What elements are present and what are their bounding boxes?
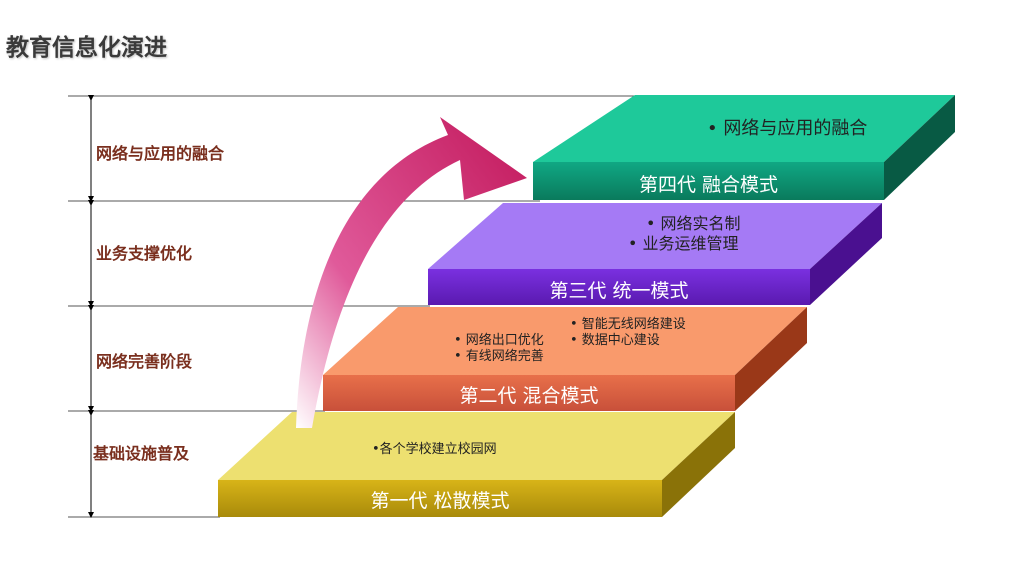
step-2-bullets-right: • 智能无线网络建设 • 数据中心建设 [570,317,686,350]
bullet-item: •各个学校建立校园网 [372,442,497,457]
stage-label-integration: 网络与应用的融合 [96,144,225,163]
growth-arrow-icon [296,117,527,428]
bullet-item: • 网络出口优化 [454,333,544,348]
step-3-label: 第三代 统一模式 [549,280,689,302]
step-3-block [428,203,882,305]
stage-separators [68,95,640,518]
step-2-label: 第二代 混合模式 [459,385,599,407]
bullet-item: • 智能无线网络建设 [570,317,686,332]
step-2-bullets-left: • 网络出口优化 • 有线网络完善 [454,333,544,366]
step-1-label: 第一代 松散模式 [370,490,510,512]
stage-label-business-support: 业务支撑优化 [96,244,193,263]
step-4-label: 第四代 融合模式 [638,174,779,196]
page-title: 教育信息化演进 [6,35,167,61]
bullet-item: • 网络与应用的融合 [707,118,868,139]
step-3-bullets: • 网络实名制 • 业务运维管理 [628,214,741,254]
bullet-item: • 网络实名制 [646,214,741,233]
step-4-block [533,95,955,200]
bullet-item: • 数据中心建设 [570,333,660,349]
bullet-item: • 有线网络完善 [454,349,544,365]
stage-label-network-improvement: 网络完善阶段 [96,352,193,371]
bullet-item: • 业务运维管理 [628,234,739,253]
step-4-bullets: • 网络与应用的融合 [707,118,867,141]
stage-label-infrastructure: 基础设施普及 [93,444,190,463]
step-1-block [218,412,735,517]
step-2-block [323,307,807,411]
step-1-bullets: •各个学校建立校园网 [372,442,497,458]
